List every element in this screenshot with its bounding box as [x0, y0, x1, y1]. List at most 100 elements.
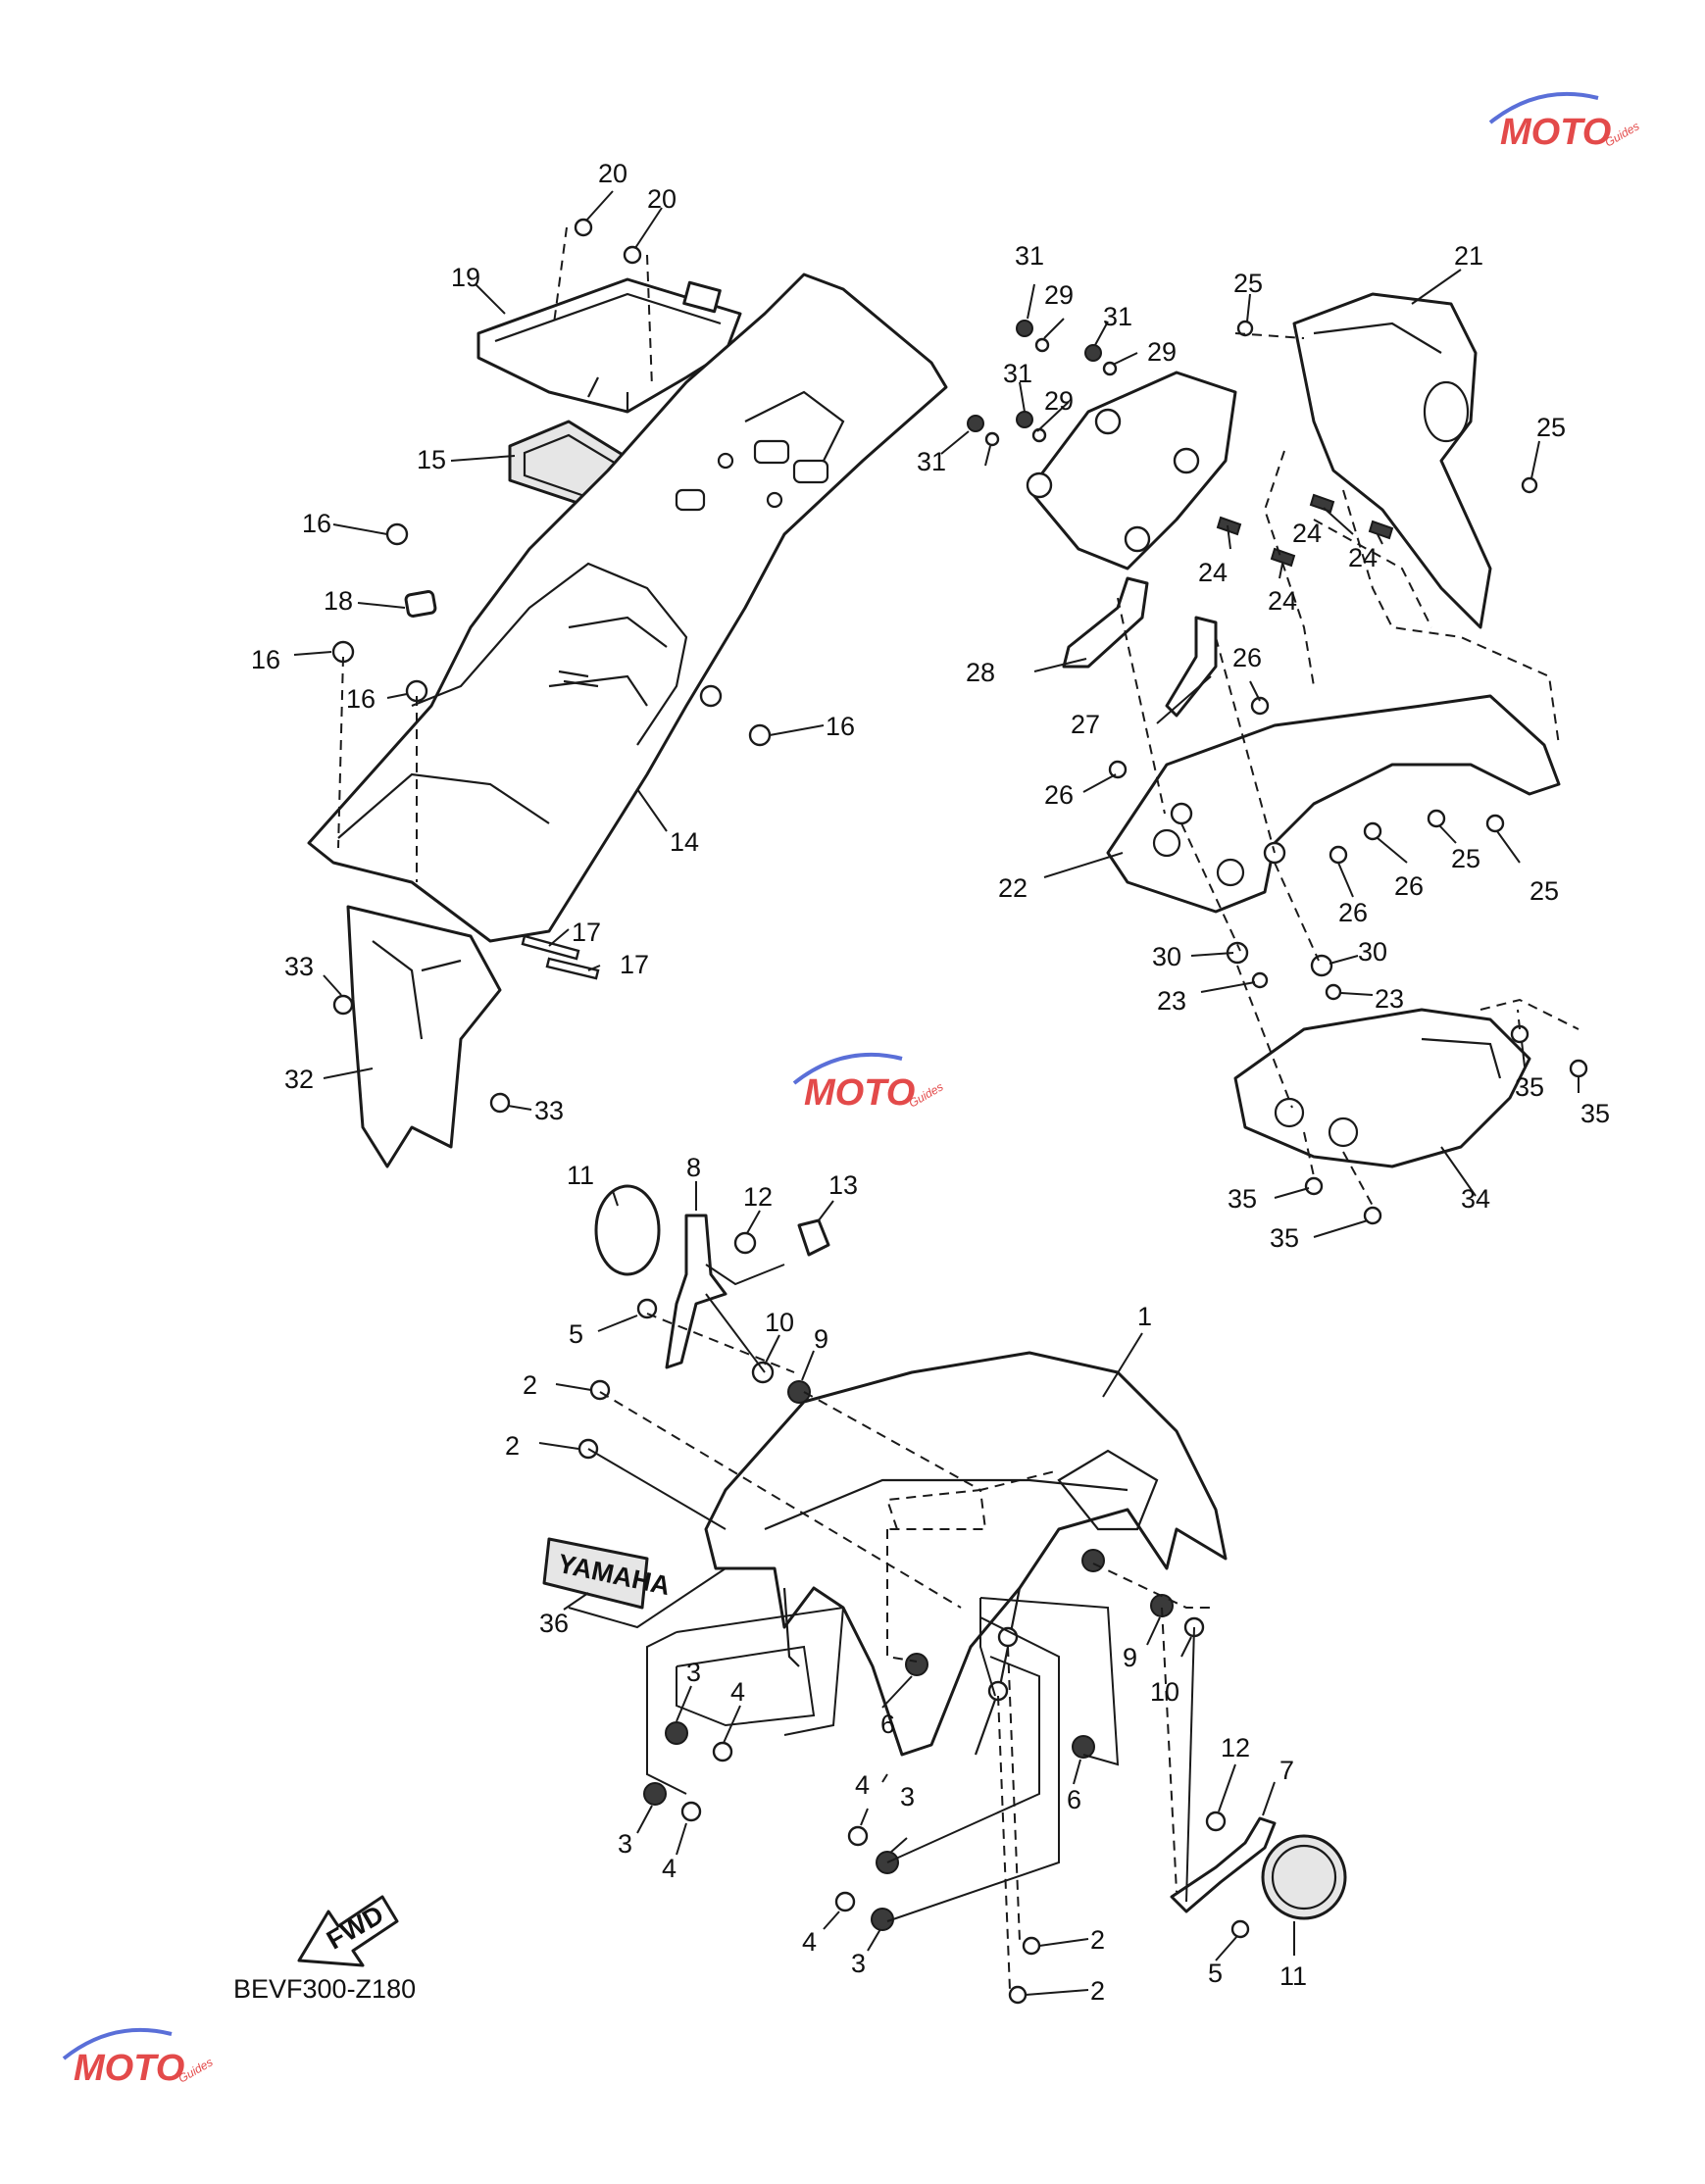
callout-24: 24: [1292, 519, 1322, 548]
callout-29: 29: [1044, 386, 1074, 416]
callout-4: 4: [730, 1677, 745, 1707]
part-11-reflector-lower: [1261, 1834, 1347, 1920]
watermark-logo-text: MOTO: [1500, 112, 1611, 153]
callout-21: 21: [1454, 241, 1483, 271]
callout-16: 16: [302, 509, 331, 538]
callout-22: 22: [998, 873, 1028, 903]
fwd-arrow: FWD: [297, 1895, 399, 1967]
callout-4: 4: [802, 1927, 817, 1957]
part-11-reflector-upper: [594, 1184, 661, 1276]
callout-31: 31: [1003, 359, 1032, 388]
callout-5: 5: [1208, 1959, 1223, 1988]
callouts: 1 2 2 2 2 3 3 3 3 4 4 4 4 5 5 6 6 7 8 9 …: [251, 159, 1610, 2006]
callout-20: 20: [647, 184, 677, 214]
part-1-front-fender: [704, 1351, 1228, 1757]
part-36-decal: YAMAHA: [542, 1537, 673, 1610]
callout-8: 8: [686, 1153, 701, 1182]
leader-lines: [293, 190, 1580, 1996]
watermark-logo-text: MOTO: [74, 2048, 184, 2089]
callout-7: 7: [1279, 1756, 1294, 1785]
part-7-stay: [1170, 1816, 1277, 1913]
callout-24: 24: [1268, 586, 1297, 616]
callout-25: 25: [1233, 269, 1263, 298]
callout-3: 3: [686, 1658, 701, 1687]
part-32-mud-flap: [346, 905, 502, 1168]
callout-9: 9: [814, 1324, 828, 1354]
callout-33: 33: [284, 952, 314, 981]
license-bracket: [1026, 371, 1237, 571]
callout-35: 35: [1580, 1099, 1610, 1128]
callout-16: 16: [346, 684, 376, 714]
part-8-reflector-stay: [665, 1214, 727, 1369]
callout-29: 29: [1044, 280, 1074, 310]
callout-18: 18: [324, 586, 353, 616]
callout-10: 10: [1150, 1677, 1179, 1707]
callout-14: 14: [670, 827, 699, 857]
callout-11: 11: [1279, 1961, 1307, 1991]
callout-20: 20: [598, 159, 627, 188]
callout-26: 26: [1044, 780, 1074, 810]
callout-35: 35: [1228, 1184, 1257, 1214]
callout-23: 23: [1375, 984, 1404, 1014]
part-18-damper: [404, 590, 437, 618]
callout-24: 24: [1198, 558, 1228, 587]
callout-3: 3: [618, 1829, 632, 1859]
callout-17: 17: [620, 950, 649, 979]
callout-31: 31: [1103, 302, 1132, 331]
fasteners: [331, 218, 1588, 2005]
callout-2: 2: [1090, 1925, 1105, 1955]
callout-24: 24: [1348, 543, 1378, 572]
callout-3: 3: [851, 1949, 866, 1978]
callout-10: 10: [765, 1308, 794, 1337]
callout-30: 30: [1152, 942, 1181, 971]
callout-26: 26: [1232, 643, 1262, 672]
callout-32: 32: [284, 1065, 314, 1094]
callout-15: 15: [417, 445, 446, 474]
part-22-bracket: [1106, 694, 1561, 914]
callout-9: 9: [1123, 1643, 1137, 1672]
part-13-clamp: [797, 1218, 830, 1257]
callout-2: 2: [523, 1370, 537, 1400]
callout-3: 3: [900, 1782, 915, 1812]
callout-25: 25: [1529, 876, 1559, 906]
callout-26: 26: [1394, 871, 1424, 901]
callout-36: 36: [539, 1609, 569, 1638]
callout-35: 35: [1270, 1223, 1299, 1253]
callout-26: 26: [1338, 898, 1368, 927]
callout-6: 6: [1067, 1785, 1081, 1814]
callout-31: 31: [1015, 241, 1044, 271]
callout-28: 28: [966, 658, 995, 687]
callout-13: 13: [828, 1170, 858, 1200]
part-19-tray: [476, 277, 742, 414]
callout-17: 17: [572, 918, 601, 947]
callout-16: 16: [826, 712, 855, 741]
part-14-inner-fender: [307, 273, 948, 943]
callout-12: 12: [1221, 1733, 1250, 1762]
watermark-bottom-left: MOTO Guides: [62, 2027, 215, 2089]
callout-4: 4: [855, 1770, 870, 1800]
callout-27: 27: [1071, 710, 1100, 739]
callout-12: 12: [743, 1182, 773, 1212]
callout-29: 29: [1147, 337, 1177, 367]
callout-23: 23: [1157, 986, 1186, 1016]
callout-35: 35: [1515, 1072, 1544, 1102]
callout-2: 2: [1090, 1976, 1105, 2006]
watermark-logo-text: MOTO: [804, 1072, 915, 1114]
callout-6: 6: [880, 1710, 895, 1739]
callout-25: 25: [1451, 844, 1480, 873]
part-34-cover: [1233, 1008, 1531, 1168]
callout-30: 30: [1358, 937, 1387, 967]
callout-11: 11: [567, 1161, 594, 1190]
part-27-stay: [1165, 616, 1218, 718]
callout-25: 25: [1536, 413, 1566, 442]
watermark-top-right: MOTO Guides: [1488, 91, 1641, 153]
callout-5: 5: [569, 1319, 583, 1349]
callout-31: 31: [917, 447, 946, 476]
part-28-stay: [1062, 576, 1149, 669]
callout-33: 33: [534, 1096, 564, 1125]
callout-1: 1: [1137, 1302, 1152, 1331]
callout-34: 34: [1461, 1184, 1490, 1214]
watermark-center: MOTO Guides: [792, 1052, 945, 1114]
callout-16: 16: [251, 645, 280, 674]
